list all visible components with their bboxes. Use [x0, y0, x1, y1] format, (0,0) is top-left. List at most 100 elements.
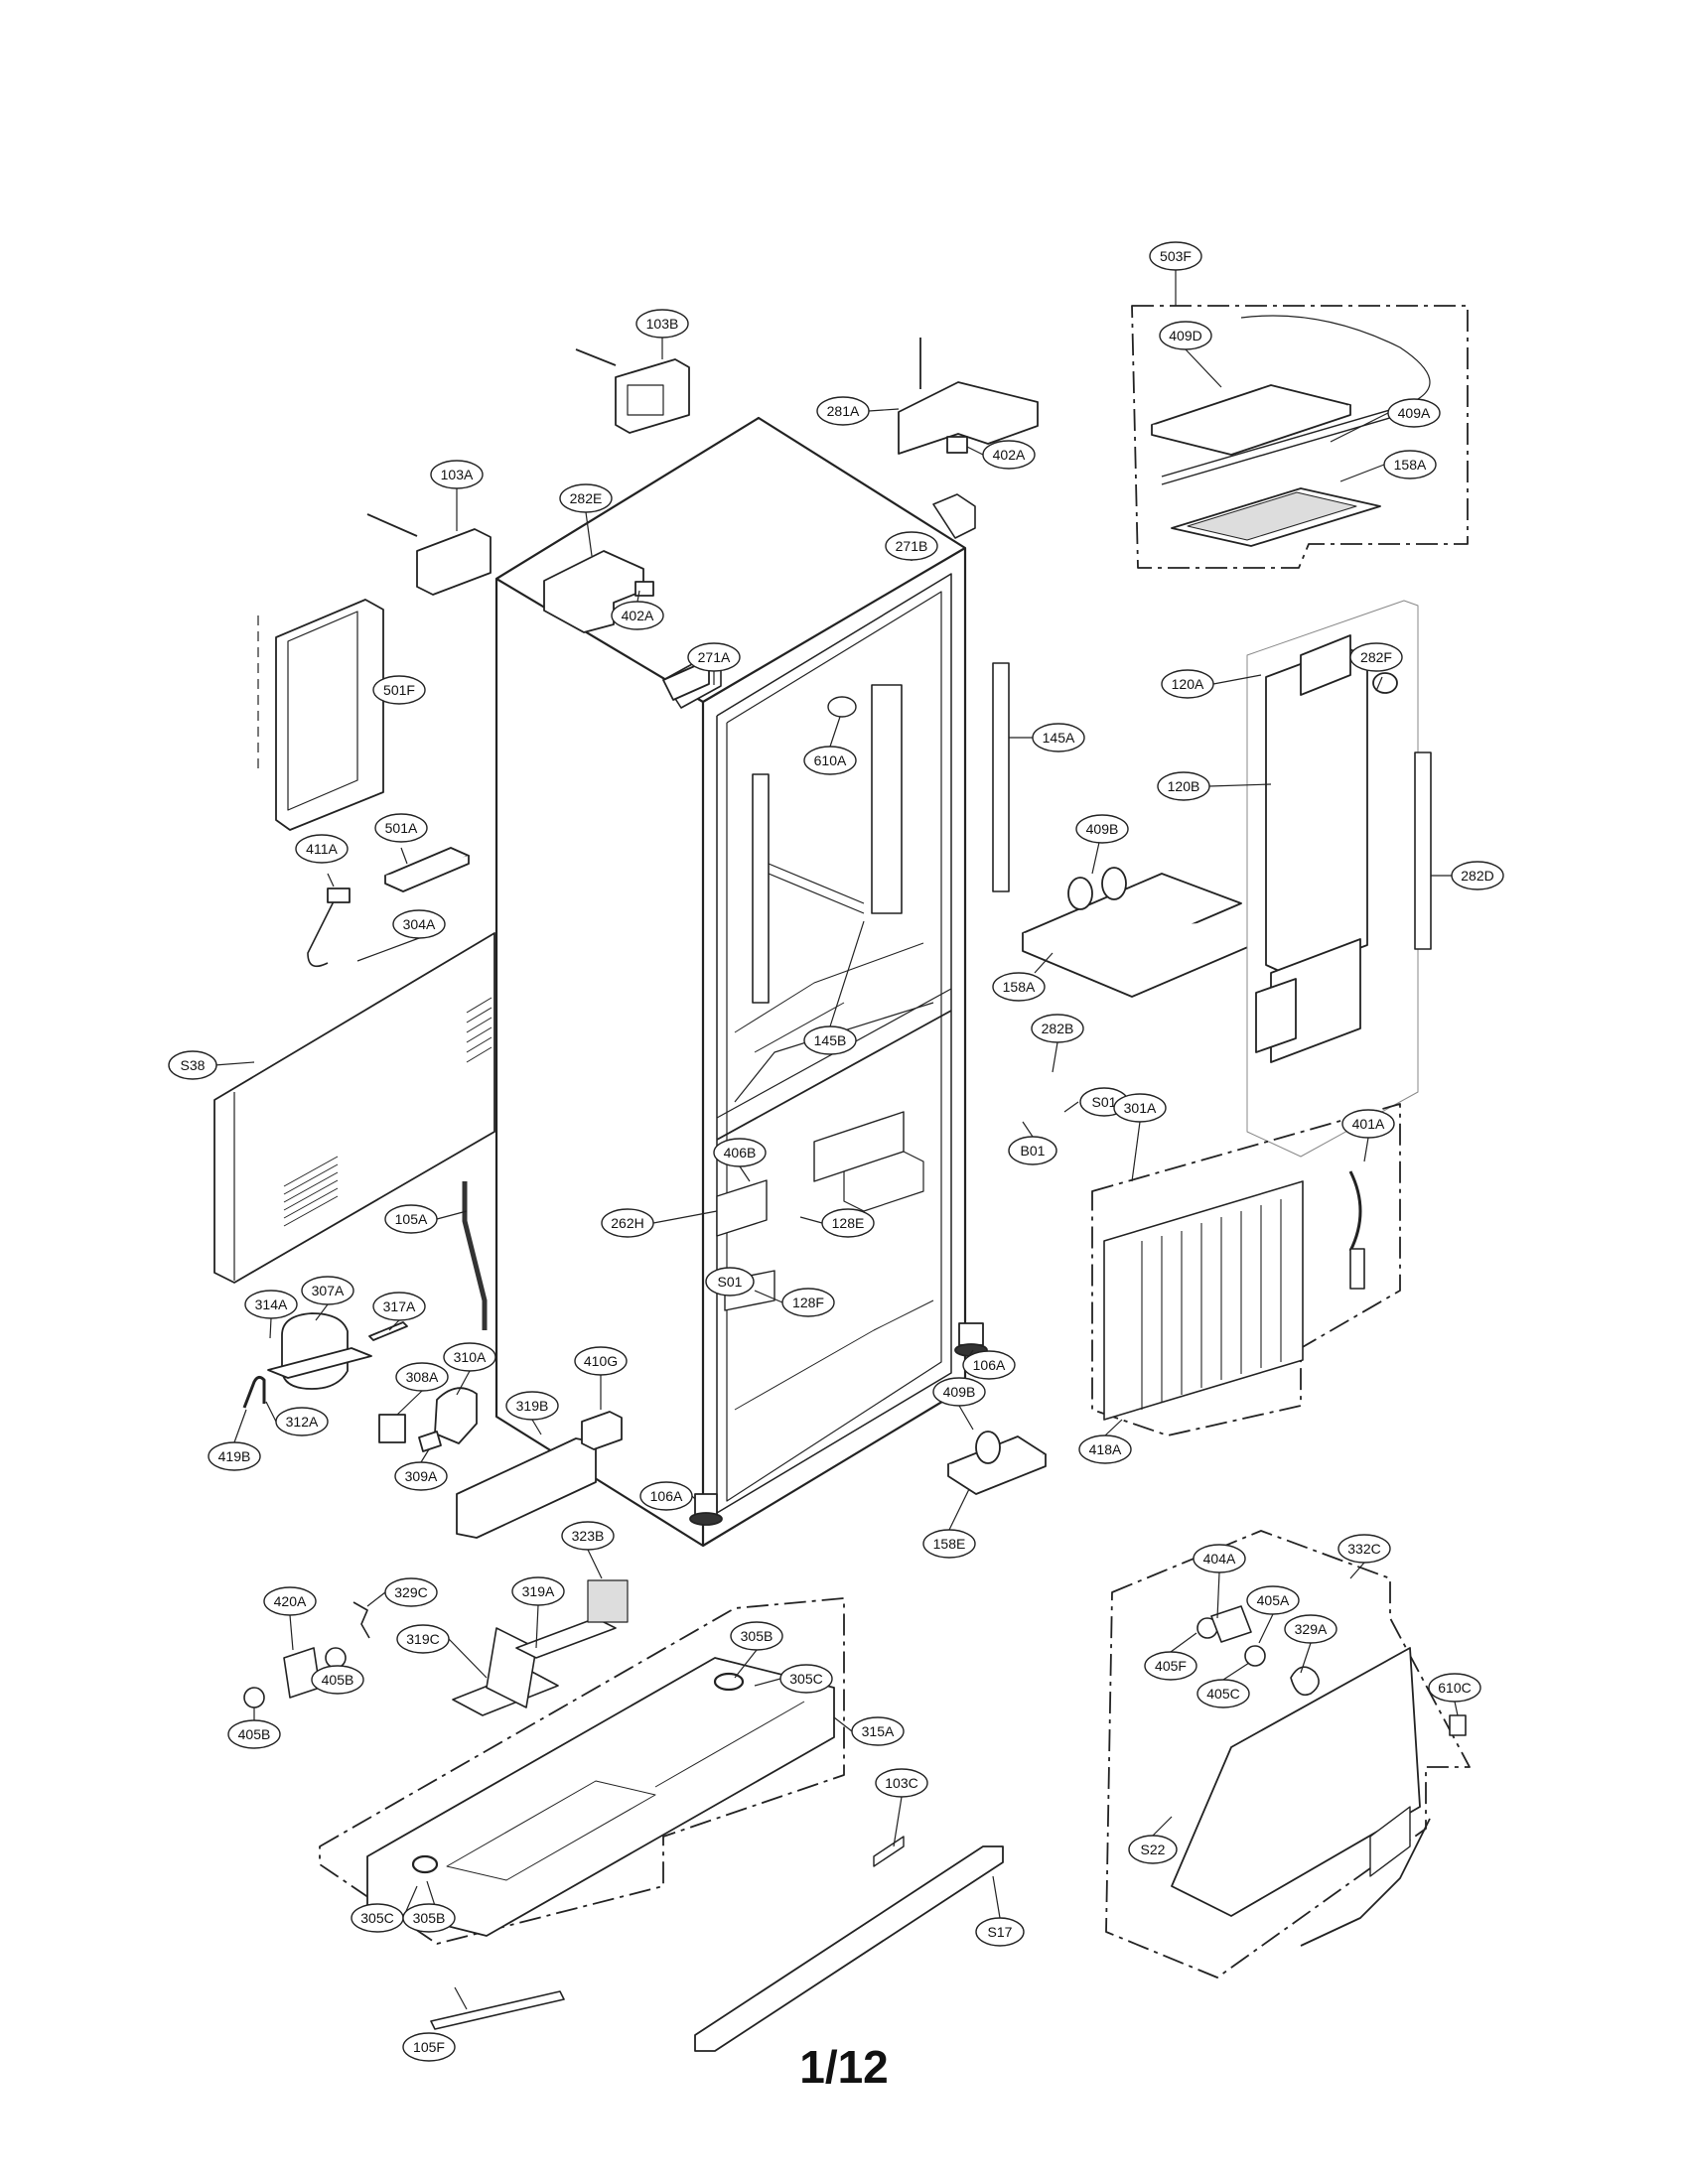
svg-text:305C: 305C	[360, 1910, 393, 1926]
part-label-B01: B01	[1008, 1136, 1057, 1165]
part-label-S22: S22	[1128, 1835, 1178, 1864]
svg-text:262H: 262H	[611, 1215, 643, 1231]
svg-text:105F: 105F	[413, 2039, 445, 2055]
part-label-158A-top: 158A	[1383, 450, 1437, 479]
svg-text:610C: 610C	[1438, 1680, 1471, 1696]
svg-text:145A: 145A	[1043, 730, 1075, 746]
part-label-271B: 271B	[885, 531, 938, 561]
svg-text:158A: 158A	[1394, 457, 1427, 473]
svg-text:405C: 405C	[1206, 1686, 1239, 1702]
lamp-cover-158A	[1022, 867, 1272, 998]
svg-text:409A: 409A	[1398, 405, 1431, 421]
part-label-120A: 120A	[1161, 669, 1214, 699]
svg-text:301A: 301A	[1124, 1100, 1157, 1116]
part-label-420A: 420A	[263, 1586, 317, 1616]
part-label-404A: 404A	[1193, 1544, 1246, 1573]
part-label-305C-bottom: 305C	[351, 1903, 404, 1933]
part-label-309A: 309A	[394, 1461, 448, 1491]
svg-text:158E: 158E	[933, 1536, 966, 1552]
svg-text:410G: 410G	[584, 1353, 618, 1369]
part-label-329C: 329C	[384, 1577, 438, 1607]
svg-text:409D: 409D	[1169, 328, 1201, 343]
part-label-304A: 304A	[392, 909, 446, 939]
svg-text:S22: S22	[1141, 1842, 1166, 1857]
svg-text:304A: 304A	[403, 916, 436, 932]
part-label-402A-right: 402A	[982, 440, 1036, 470]
part-label-409D: 409D	[1159, 321, 1212, 350]
part-label-402A-left: 402A	[611, 601, 664, 630]
part-label-301A: 301A	[1113, 1093, 1167, 1123]
part-label-103A: 103A	[430, 460, 484, 489]
part-label-405C: 405C	[1196, 1679, 1250, 1708]
svg-text:106A: 106A	[650, 1488, 683, 1504]
part-label-128F: 128F	[781, 1288, 835, 1317]
svg-text:305B: 305B	[413, 1910, 446, 1926]
part-label-105A: 105A	[384, 1204, 438, 1234]
compressor-parts	[242, 1312, 1047, 1539]
cabinet	[494, 416, 976, 1548]
svg-text:409B: 409B	[943, 1384, 976, 1400]
base-pan-315A	[243, 1579, 845, 1945]
part-label-610C: 610C	[1428, 1673, 1481, 1703]
svg-text:282B: 282B	[1042, 1021, 1074, 1036]
svg-text:405A: 405A	[1257, 1592, 1290, 1608]
svg-text:128E: 128E	[832, 1215, 865, 1231]
part-label-305C-top: 305C	[779, 1664, 833, 1694]
part-callouts: 503F 409D 409A 158A 103B 281A 402A 103A …	[168, 241, 1504, 2062]
lamp-assembly-503F	[1131, 305, 1469, 569]
part-label-317A: 317A	[372, 1292, 426, 1321]
part-label-106A-right: 106A	[962, 1350, 1016, 1380]
part-label-315A: 315A	[851, 1716, 905, 1746]
part-label-S38: S38	[168, 1050, 217, 1080]
part-label-405F: 405F	[1144, 1651, 1197, 1681]
svg-text:503F: 503F	[1160, 248, 1192, 264]
part-label-332C: 332C	[1337, 1534, 1391, 1564]
part-label-401A: 401A	[1341, 1109, 1395, 1139]
page-number: 1/12	[799, 2041, 889, 2093]
part-label-281A: 281A	[816, 396, 870, 426]
svg-text:307A: 307A	[312, 1283, 345, 1298]
svg-text:411A: 411A	[306, 841, 338, 857]
part-label-503F: 503F	[1149, 241, 1202, 271]
svg-text:315A: 315A	[862, 1723, 895, 1739]
svg-text:329A: 329A	[1295, 1621, 1328, 1637]
part-label-106A-left: 106A	[639, 1481, 693, 1511]
svg-text:103C: 103C	[885, 1775, 917, 1791]
svg-text:405B: 405B	[238, 1726, 271, 1742]
svg-text:S38: S38	[181, 1057, 206, 1073]
svg-text:332C: 332C	[1347, 1541, 1380, 1557]
part-label-610A: 610A	[803, 746, 857, 775]
top-parts	[257, 338, 1039, 968]
part-label-105F: 105F	[402, 2032, 456, 2062]
svg-text:418A: 418A	[1089, 1441, 1122, 1457]
part-label-329A: 329A	[1284, 1614, 1337, 1644]
svg-text:309A: 309A	[405, 1468, 438, 1484]
svg-text:S17: S17	[988, 1924, 1013, 1940]
svg-text:420A: 420A	[274, 1593, 307, 1609]
part-label-323B: 323B	[561, 1521, 615, 1551]
svg-text:103A: 103A	[441, 467, 474, 482]
fan-assembly-332C	[1105, 1530, 1471, 1979]
svg-text:282D: 282D	[1461, 868, 1493, 884]
svg-text:419B: 419B	[218, 1448, 251, 1464]
part-label-405B-bottom: 405B	[227, 1719, 281, 1749]
air-duct	[1246, 600, 1432, 1158]
part-label-158E: 158E	[922, 1529, 976, 1559]
part-label-305B-top: 305B	[730, 1621, 783, 1651]
svg-text:404A: 404A	[1203, 1551, 1236, 1567]
svg-text:B01: B01	[1021, 1143, 1046, 1159]
part-label-271A: 271A	[687, 642, 741, 672]
svg-text:319A: 319A	[522, 1583, 555, 1599]
part-label-312A: 312A	[275, 1407, 329, 1436]
evaporator-301A	[1091, 1103, 1401, 1436]
part-label-310A: 310A	[443, 1342, 496, 1372]
part-label-314A: 314A	[244, 1290, 298, 1319]
part-label-158A-mid: 158A	[992, 972, 1046, 1002]
svg-text:319B: 319B	[516, 1398, 549, 1414]
part-label-501F: 501F	[372, 675, 426, 705]
part-label-405B-top: 405B	[311, 1665, 364, 1695]
svg-text:402A: 402A	[993, 447, 1026, 463]
svg-text:319C: 319C	[406, 1631, 439, 1647]
part-label-282E: 282E	[559, 483, 613, 513]
